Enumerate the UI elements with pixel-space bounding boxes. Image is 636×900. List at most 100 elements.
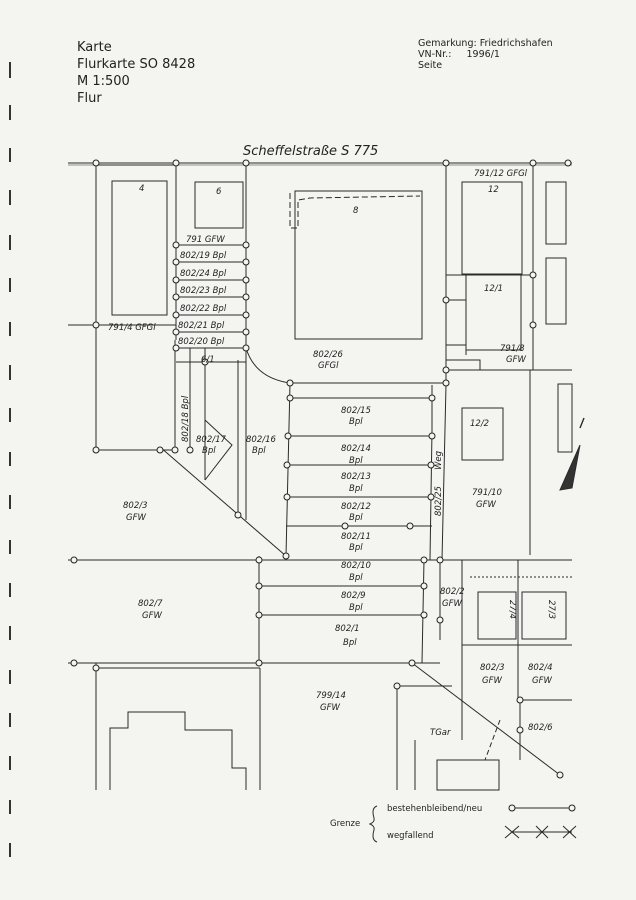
title-karte: Karte: [77, 40, 112, 55]
parcel-label: GFW: [482, 676, 502, 686]
parcel-label: 802/11: [341, 532, 371, 542]
legend-brace: [368, 805, 378, 843]
vn-label: VN-Nr.:: [418, 49, 452, 60]
parcel-label-rotated: 802/25: [434, 486, 444, 516]
parcel-label-rotated: 27/3: [546, 600, 556, 619]
parcel-label: Bpl: [349, 456, 363, 466]
parcel-label: GFGl: [318, 361, 339, 371]
parcel-label: 802/10: [341, 561, 371, 571]
building-27-4: [477, 591, 517, 640]
map-meta-block: Gemarkung: Friedrichshafen VN-Nr.: 1996/…: [418, 38, 553, 71]
parcel-label: 6/1: [201, 355, 215, 365]
parcel-label: Bpl: [202, 446, 216, 456]
street-name: Scheffelstraße S 775: [243, 144, 378, 159]
parcel-label: Bpl: [349, 573, 363, 583]
title-flurkarte: Flurkarte SO 8428: [77, 57, 196, 72]
parcel-labels: 4 6 8 12 791/12 GFGl 12/1 12/2 791 GFW 8…: [108, 169, 556, 738]
parcel-label: 802/15: [341, 406, 371, 416]
parcel-label: 802/1: [335, 624, 360, 634]
building-8: [294, 190, 423, 340]
parcel-label: Bpl: [252, 446, 266, 456]
parcel-label: 791 GFW: [186, 235, 225, 245]
parcel-label: Bpl: [349, 513, 363, 523]
parcel-label: 12/2: [470, 419, 489, 429]
parcel-label: 799/14: [316, 691, 346, 701]
parcel-label: 6: [216, 187, 222, 197]
parcel-label: 791/4 GFGl: [108, 323, 156, 333]
parcel-label: 802/4: [528, 663, 553, 673]
parcel-label: 802/22 Bpl: [180, 304, 227, 314]
parcel-label: GFW: [506, 355, 526, 365]
vn-value: 1996/1: [466, 49, 500, 60]
parcel-label: GFW: [532, 676, 552, 686]
parcel-label: 802/16: [246, 435, 276, 445]
parcel-label: 802/23 Bpl: [180, 286, 227, 296]
parcel-label: GFW: [476, 500, 496, 510]
parcel-label: 791/8: [500, 344, 525, 354]
building-tgar-lower: [436, 759, 500, 791]
legend: Grenze bestehenbleibend/neu wegfallend: [330, 804, 482, 841]
parcel-label: Bpl: [349, 484, 363, 494]
legend-grenze: Grenze: [330, 819, 360, 829]
boundary-points: [70, 159, 576, 812]
north-arrow: [559, 444, 581, 491]
parcel-label: 802/3: [480, 663, 505, 673]
parcel-label: 802/26: [313, 350, 343, 360]
parcel-label: 802/2: [440, 587, 465, 597]
path-label-weg: Weg: [434, 450, 444, 470]
building-12-2: [461, 407, 504, 461]
parcel-label: 802/20 Bpl: [178, 337, 225, 347]
building-27-3: [521, 591, 567, 640]
gemarkung-value: Friedrichshafen: [479, 38, 553, 49]
parcel-4-boundary: [95, 164, 177, 326]
parcel-label: 4: [139, 184, 144, 194]
building-east-mid: [545, 257, 567, 325]
building-east-low: [557, 383, 573, 453]
parcel-label: GFW: [142, 611, 162, 621]
parcel-label-rotated: 802/18 Bpl: [181, 395, 191, 442]
parcel-label: 802/3: [123, 501, 148, 511]
parcel-label: TGar: [430, 728, 451, 738]
parcel-label: 802/24 Bpl: [180, 269, 227, 279]
building-8-old-outline: [289, 193, 421, 229]
gemarkung-label: Gemarkung:: [418, 38, 477, 49]
building-4: [111, 180, 168, 316]
parcel-label-rotated: 27/4: [507, 600, 517, 619]
parcel-label: 802/6: [528, 723, 553, 733]
parcel-label: 802/7: [138, 599, 163, 609]
parcel-label: 791/12 GFGl: [474, 169, 528, 179]
parcel-label: 802/13: [341, 472, 371, 482]
parcel-label: GFW: [442, 599, 462, 609]
legend-cross-marks: [504, 825, 577, 839]
parcel-label: 791/10: [472, 488, 502, 498]
building-12-1: [465, 274, 522, 351]
seite-label: Seite: [418, 60, 443, 71]
parcel-label: Bpl: [343, 638, 357, 648]
building-lower-left: [109, 711, 247, 790]
title-flur: Flur: [77, 91, 102, 106]
parcel-label: 802/21 Bpl: [178, 321, 225, 331]
parcel-label: 12/1: [484, 284, 503, 294]
parcel-label: 802/9: [341, 591, 366, 601]
parcel-label: 802/19 Bpl: [180, 251, 227, 261]
parcel-label: 802/17: [196, 435, 226, 445]
parcel-label: GFW: [126, 513, 146, 523]
parcel-label: Bpl: [349, 543, 363, 553]
parcel-label: 802/14: [341, 444, 371, 454]
building-east-top: [545, 181, 567, 245]
parcel-label: Bpl: [349, 417, 363, 427]
legend-remove-label: wegfallend: [387, 831, 434, 841]
parcel-label: 12: [488, 185, 499, 195]
building-6: [194, 181, 244, 229]
parcel-label: 8: [353, 206, 359, 216]
parcel-label: 802/12: [341, 502, 371, 512]
title-scale: M 1:500: [77, 74, 130, 89]
parcel-label: Bpl: [349, 603, 363, 613]
parcel-label: GFW: [320, 703, 340, 713]
building-12: [461, 181, 523, 275]
map-title-block: Karte Flurkarte SO 8428 M 1:500 Flur: [77, 39, 195, 107]
curve-boundary: [245, 347, 291, 384]
legend-keep-label: bestehenbleibend/neu: [387, 804, 482, 814]
